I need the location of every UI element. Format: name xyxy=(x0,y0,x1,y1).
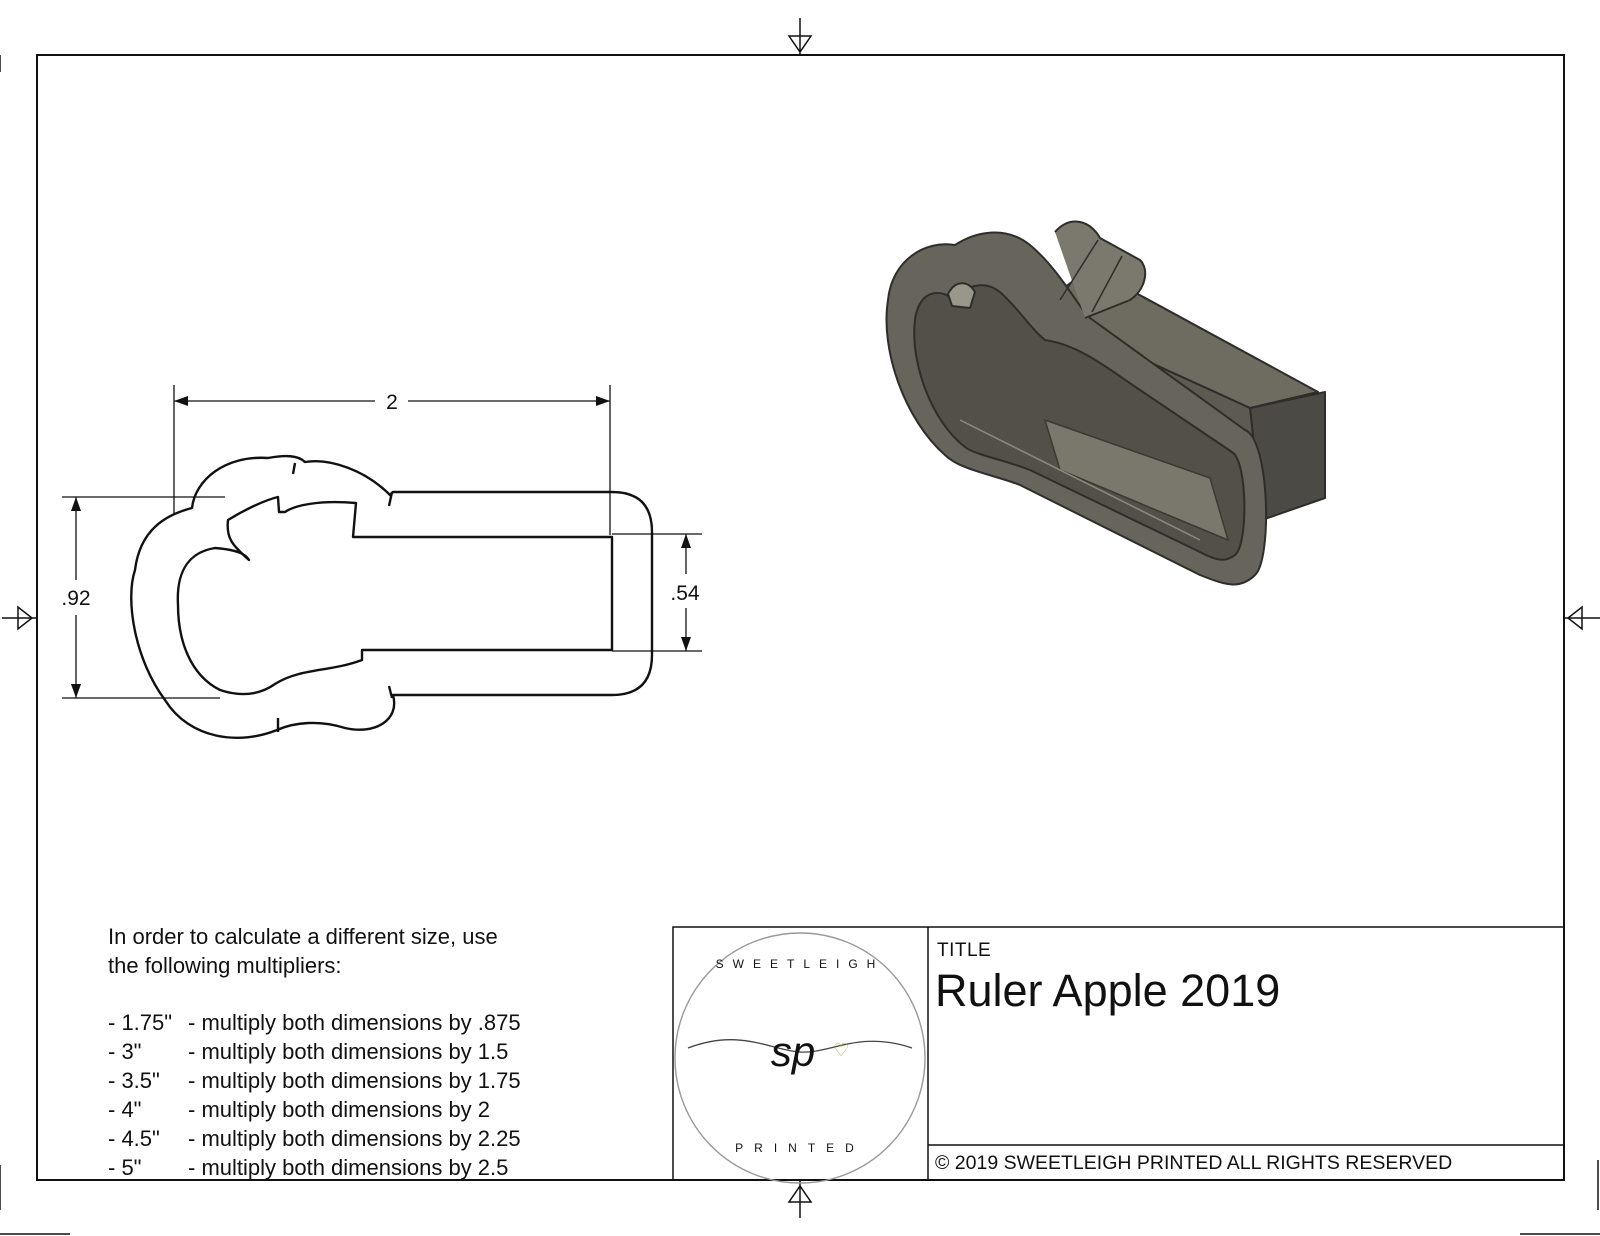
multiplier-text: - multiply both dimensions by 2 xyxy=(188,1097,491,1122)
multiplier-size: - 3.5" xyxy=(108,1068,160,1093)
outer-outline xyxy=(130,454,654,739)
dimension-width xyxy=(173,385,611,535)
multiplier-text: - multiply both dimensions by 1.5 xyxy=(188,1039,509,1064)
multiplier-text: - multiply both dimensions by 2.25 xyxy=(188,1126,521,1151)
copyright-notice: © 2019 SWEETLEIGH PRINTED ALL RIGHTS RES… xyxy=(935,1152,1453,1174)
notes-intro: In order to calculate a different size, … xyxy=(108,922,668,980)
multiplier-row: - 4.5" - multiply both dimensions by 2.2… xyxy=(108,1124,668,1153)
multiplier-size: - 4.5" xyxy=(108,1126,160,1151)
dimension-inner-height xyxy=(612,533,702,652)
multiplier-size: - 3" xyxy=(108,1039,142,1064)
multiplier-row: - 3" - multiply both dimensions by 1.5 xyxy=(108,1037,668,1066)
multiplier-text: - multiply both dimensions by 2.5 xyxy=(188,1155,509,1180)
notes-intro-line2: the following multipliers: xyxy=(108,953,342,978)
dimension-height-label: .92 xyxy=(61,587,90,610)
multiplier-size: - 1.75" xyxy=(108,1010,173,1035)
multiplier-row: - 3.5" - multiply both dimensions by 1.7… xyxy=(108,1066,668,1095)
cutter-outline-2d xyxy=(130,454,654,739)
title-block-frame xyxy=(672,926,1565,1181)
dimension-width-label: 2 xyxy=(386,391,398,414)
size-notes: In order to calculate a different size, … xyxy=(108,922,668,1182)
logo-top-text: SWEETLEIGH xyxy=(716,957,885,971)
multiplier-row: - 1.75" - multiply both dimensions by .8… xyxy=(108,1008,668,1037)
multiplier-size: - 5" xyxy=(108,1155,142,1180)
center-mark-right xyxy=(1564,605,1600,631)
dimension-height xyxy=(62,496,225,699)
logo-bottom-text: PRINTED xyxy=(735,1141,865,1155)
cutter-3d-model xyxy=(885,220,1326,586)
heart-icon: ♡ xyxy=(833,1040,849,1061)
inner-outline xyxy=(176,495,614,696)
multiplier-size: - 4" xyxy=(108,1097,142,1122)
multiplier-text: - multiply both dimensions by 1.75 xyxy=(188,1068,521,1093)
multiplier-row: - 5" - multiply both dimensions by 2.5 xyxy=(108,1153,668,1182)
notes-intro-line1: In order to calculate a different size, … xyxy=(108,924,498,949)
center-mark-bottom xyxy=(787,1180,813,1218)
multiplier-text: - multiply both dimensions by .875 xyxy=(188,1010,521,1035)
center-mark-left xyxy=(2,605,37,631)
brand-logo: SWEETLEIGH sp ♡ PRINTED xyxy=(674,932,926,1184)
drawing-title: Ruler Apple 2019 xyxy=(935,965,1281,1016)
title-label: TITLE xyxy=(937,940,992,961)
multiplier-row: - 4" - multiply both dimensions by 2 xyxy=(108,1095,668,1124)
corner-marks xyxy=(0,55,1600,1235)
center-mark-top xyxy=(787,18,813,55)
dimension-inner-height-label: .54 xyxy=(670,582,700,605)
logo-monogram: sp xyxy=(771,1028,815,1075)
